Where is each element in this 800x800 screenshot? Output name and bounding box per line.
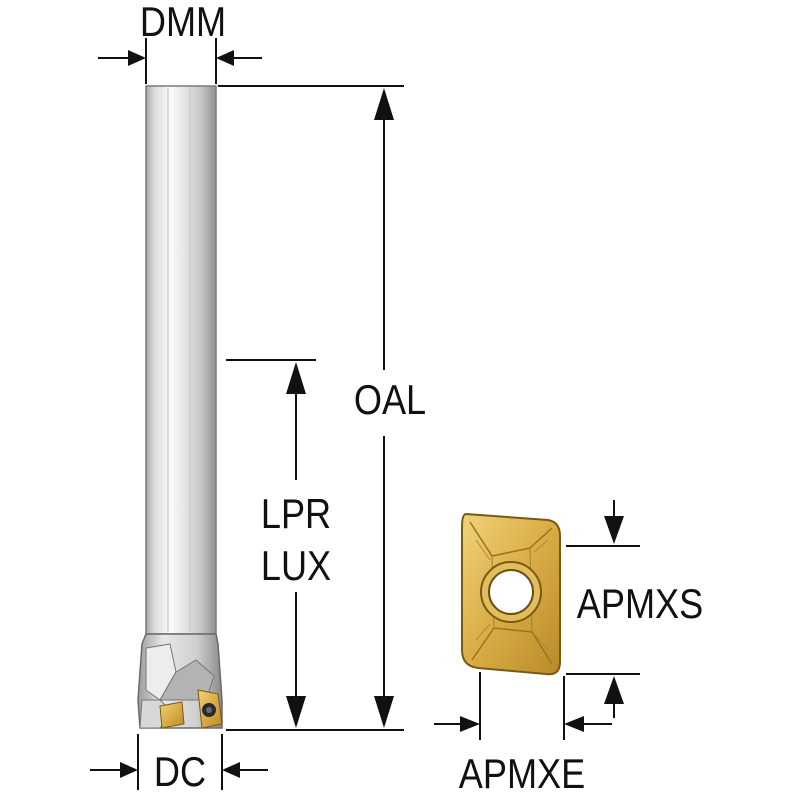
oal-label: OAL xyxy=(354,378,426,424)
apmxs-dimension: APMXS xyxy=(566,500,703,718)
tool-shank xyxy=(145,85,217,635)
dmm-dimension: DMM xyxy=(98,0,262,84)
dc-dimension: DC xyxy=(90,734,268,796)
indexable-insert-icon xyxy=(461,512,561,676)
apmxe-label: APMXE xyxy=(459,752,585,798)
dc-label: DC xyxy=(154,750,206,796)
lpr-label: LPR xyxy=(261,492,331,538)
dmm-label: DMM xyxy=(140,0,226,46)
apmxe-dimension: APMXE xyxy=(434,672,612,798)
oal-dimension: OAL xyxy=(218,85,426,731)
head-insert-left xyxy=(159,701,185,729)
end-mill-tool-icon xyxy=(137,85,223,729)
lux-label: LUX xyxy=(261,544,331,590)
apmxs-label: APMXS xyxy=(577,582,703,628)
lpr-lux-dimension: LPR LUX xyxy=(226,359,331,728)
